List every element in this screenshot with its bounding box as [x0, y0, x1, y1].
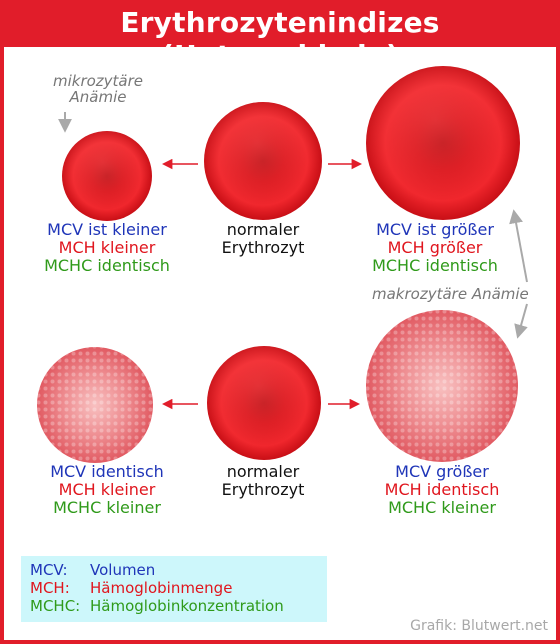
row1-right-mch: MCH größer	[387, 238, 483, 257]
note-macrocytic-anemia: makrozytäre Anämie	[372, 285, 529, 303]
legend-value-mcv: Volumen	[90, 561, 156, 579]
row1-right-label: MCV ist größer MCH größer MCHC identisch	[355, 221, 515, 275]
row2-right-mchc: MCHC kleiner	[388, 498, 496, 517]
hypochromic-cell	[37, 347, 153, 463]
microcyte-cell	[62, 131, 152, 221]
note-microcytic-line1: mikrozytäre	[52, 72, 144, 90]
arrow-macrocytic-down	[514, 303, 528, 339]
row1-right-mcv: MCV ist größer	[376, 220, 494, 239]
legend-key-mcv: MCV:	[30, 561, 68, 579]
credit-text: Grafik: Blutwert.net	[410, 618, 548, 634]
title-bar: Erythrozytenindizes (Unterschiede)	[0, 0, 560, 72]
row2-left-mcv: MCV identisch	[50, 462, 164, 481]
row1-left-mch: MCH kleiner	[58, 238, 156, 257]
row1-left-mcv: MCV ist kleiner	[47, 220, 167, 239]
row2-left-mchc: MCHC kleiner	[53, 498, 161, 517]
row1-center-label: normaler Erythrozyt	[203, 221, 323, 257]
note-microcytic-anemia: mikrozytäre Anämie	[38, 73, 158, 105]
row1-center-line2: Erythrozyt	[221, 238, 305, 257]
row2-left-label: MCV identisch MCH kleiner MCHC kleiner	[22, 463, 192, 517]
page-title: Erythrozytenindizes (Unterschiede)	[120, 6, 440, 72]
note-microcytic-line2: Anämie	[69, 88, 127, 106]
row2-right-label: MCV größer MCH identisch MCHC kleiner	[362, 463, 522, 517]
row2-right-mcv: MCV größer	[395, 462, 489, 481]
row2-right-mch: MCH identisch	[384, 480, 500, 499]
row2-center-label: normaler Erythrozyt	[203, 463, 323, 499]
legend-box: MCV: Volumen MCH: Hämoglobinmenge MCHC: Häm…	[21, 556, 327, 622]
legend-key-mchc: MCHC:	[30, 597, 81, 615]
legend-value-mchc: Hämoglobinkonzentration	[90, 597, 284, 615]
row1-left-label: MCV ist kleiner MCH kleiner MCHC identis…	[22, 221, 192, 275]
row1-center-line1: normaler	[226, 220, 300, 239]
row1-right-mchc: MCHC identisch	[372, 256, 498, 275]
arrow-macrocytic-up	[509, 209, 528, 283]
row2-center-line1: normaler	[226, 462, 300, 481]
legend-row-mch: MCH: Hämoglobinmenge	[30, 580, 232, 597]
legend-value-mch: Hämoglobinmenge	[90, 579, 233, 597]
hypochromic-macrocyte-cell	[366, 310, 518, 462]
legend-row-mchc: MCHC: Hämoglobinkonzentration	[30, 598, 284, 615]
macrocyte-cell	[366, 66, 520, 220]
legend-key-mch: MCH:	[30, 579, 70, 597]
normal-erythrocyte-cell-bottom	[207, 346, 321, 460]
row1-left-mchc: MCHC identisch	[44, 256, 170, 275]
normal-erythrocyte-cell-top	[204, 102, 322, 220]
row2-left-mch: MCH kleiner	[58, 480, 156, 499]
row2-center-line2: Erythrozyt	[221, 480, 305, 499]
legend-row-mcv: MCV: Volumen	[30, 562, 155, 579]
